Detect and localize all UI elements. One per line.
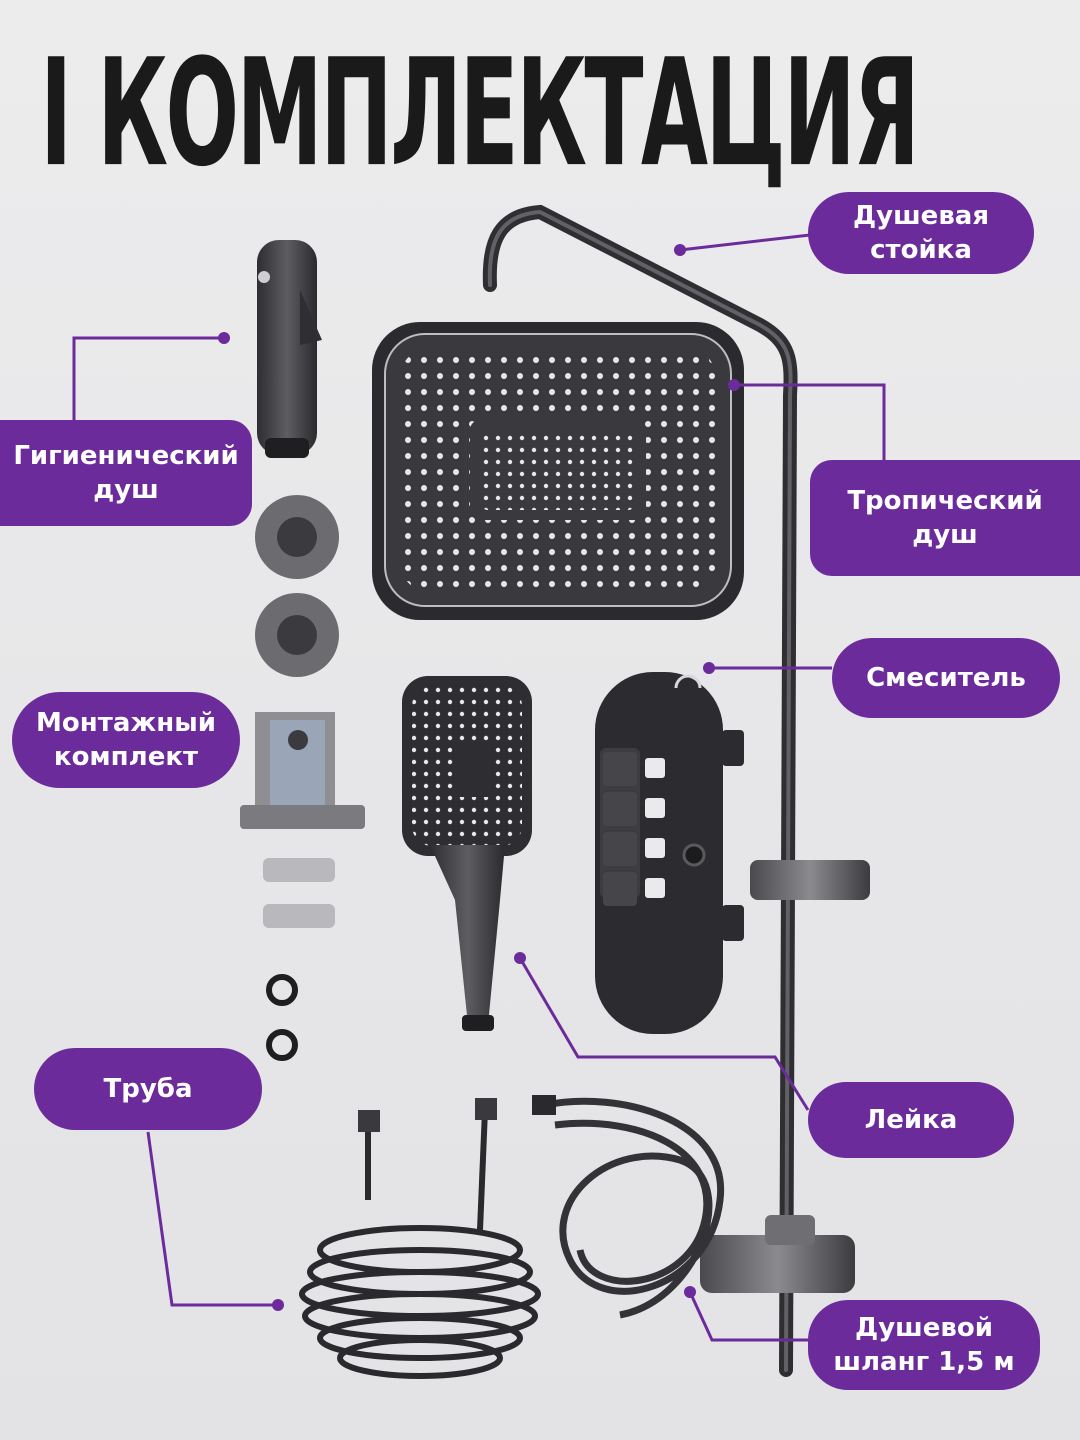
label-shower-hose: Душевой шланг 1,5 м: [808, 1300, 1040, 1390]
shower-rack-pipe: [482, 204, 870, 1377]
handheld-shower: [402, 676, 532, 1031]
mounting-bracket: [240, 712, 365, 829]
label-watering-can: Лейка: [808, 1082, 1014, 1158]
shower-hose: [532, 1095, 725, 1319]
label-tropical-shower: Тропический душ: [810, 460, 1080, 576]
rain-shower-head: [372, 322, 744, 620]
label-shower-rack: Душевая стойка: [808, 192, 1034, 274]
label-pipe: Труба: [34, 1048, 262, 1130]
leader-dots: [218, 244, 740, 1311]
label-mixer: Смеситель: [832, 638, 1060, 718]
leader-lines: [72, 233, 886, 1342]
label-mounting-kit: Монтажный комплект: [12, 692, 240, 788]
label-hygienic-shower: Гигиенический душ: [0, 420, 252, 526]
spiral-hose: [299, 1098, 541, 1379]
page-title: I КОМПЛЕКТАЦИЯ: [40, 28, 920, 200]
mounting-flanges: [255, 495, 339, 677]
mixer-panel: [595, 672, 744, 1034]
hygienic-shower: [257, 240, 322, 458]
eccentric-connectors: [263, 858, 335, 1061]
